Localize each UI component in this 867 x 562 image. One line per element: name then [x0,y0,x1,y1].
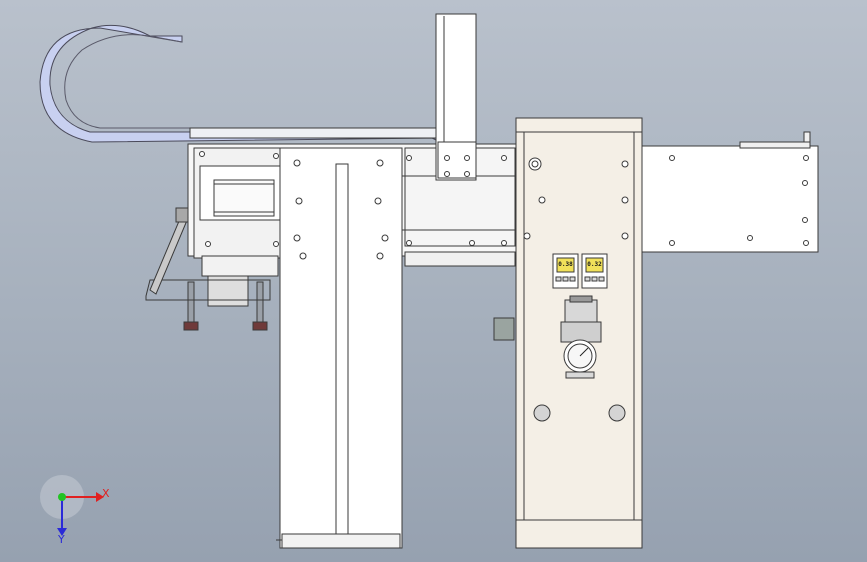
pneumatic-cylinder [149,213,189,295]
regulator-body [564,299,598,323]
pressure-display-left-value: 0.38 [558,261,573,268]
right-arm [639,145,819,253]
left-slot [335,163,349,535]
upper-rail [189,127,441,139]
tool-head [201,255,279,277]
coordinate-triad [40,475,104,536]
suction-rod-right [256,281,264,329]
cable-chain [39,24,440,143]
y-axis-label: Y [58,533,65,546]
x-axis-label: X [102,487,110,500]
pressure-display-right-value: 0.32 [587,261,602,268]
side-valve [493,317,515,341]
suction-rod-left [187,281,195,329]
